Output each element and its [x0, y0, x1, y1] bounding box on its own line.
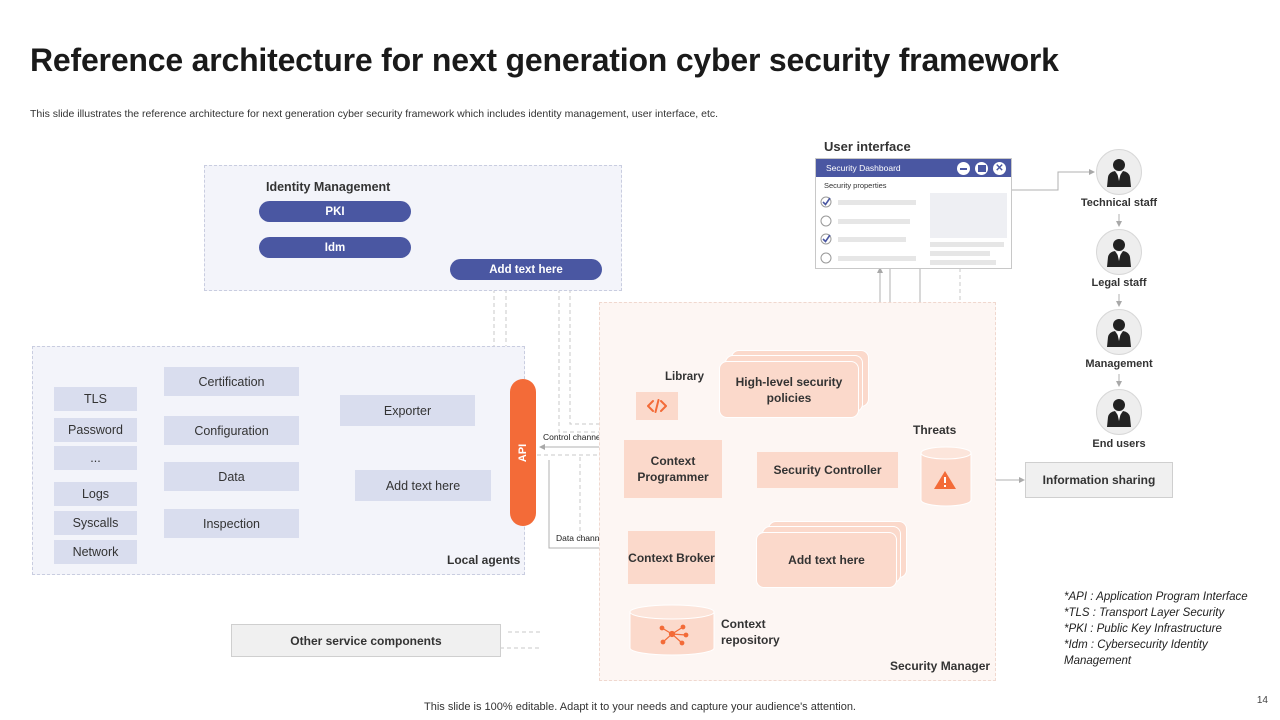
checkbox-list: [820, 193, 1007, 265]
library-label: Library: [665, 371, 704, 383]
dashboard-content: [820, 193, 1007, 265]
note-api: *API : Application Program Interface: [1064, 591, 1248, 603]
information-sharing-box: Information sharing: [1025, 462, 1173, 498]
warning-icon: [933, 470, 957, 490]
api-bar: API: [510, 379, 536, 526]
certification-box: Certification: [164, 367, 299, 396]
code-icon: [636, 392, 678, 420]
dashboard-title: Security Dashboard: [826, 163, 901, 173]
technical-staff-label: Technical staff: [1080, 197, 1158, 209]
context-broker-box: Context Broker: [628, 531, 715, 584]
minimize-icon[interactable]: [957, 162, 970, 175]
footer-text: This slide is 100% editable. Adapt it to…: [424, 701, 856, 713]
security-manager-label: Security Manager: [890, 659, 991, 673]
maximize-icon[interactable]: [975, 162, 988, 175]
legal-staff-label: Legal staff: [1091, 277, 1147, 289]
exporter-box: Exporter: [340, 395, 475, 426]
management-avatar: [1096, 309, 1142, 355]
note-pki: *PKI : Public Key Infrastructure: [1064, 623, 1222, 635]
data-channel-label: Data channel: [556, 533, 607, 543]
api-label: API: [517, 443, 529, 462]
abbreviation-notes: *API : Application Program Interface *TL…: [1064, 589, 1269, 669]
pki-pill: PKI: [259, 201, 411, 222]
end-users-avatar: [1096, 389, 1142, 435]
security-add-text-card: Add text here: [756, 532, 897, 588]
syscalls-box: Syscalls: [54, 511, 137, 535]
idm-pill: Idm: [259, 237, 411, 258]
legal-staff-avatar: [1096, 229, 1142, 275]
security-dashboard-window: Security Dashboard: [815, 158, 1012, 269]
tls-box: TLS: [54, 387, 137, 411]
identity-add-text-pill: Add text here: [450, 259, 602, 280]
ellipsis-box: ...: [54, 446, 137, 470]
management-label: Management: [1085, 358, 1153, 370]
inspection-box: Inspection: [164, 509, 299, 538]
note-idm: *Idm : Cybersecurity Identity Management: [1064, 639, 1208, 667]
user-interface-label: User interface: [824, 139, 911, 154]
context-repository-label: Context repository: [721, 617, 780, 647]
password-box: Password: [54, 418, 137, 442]
person-icon: [1107, 239, 1131, 267]
high-level-policies-card: High-level security policies: [719, 361, 859, 418]
person-icon: [1107, 159, 1131, 187]
configuration-box: Configuration: [164, 416, 299, 445]
page-subtitle: This slide illustrates the reference arc…: [30, 108, 719, 120]
person-icon: [1107, 399, 1131, 427]
data-box: Data: [164, 462, 299, 491]
context-programmer-box: Context Programmer: [624, 440, 722, 498]
person-icon: [1107, 319, 1131, 347]
note-tls: *TLS : Transport Layer Security: [1064, 607, 1225, 619]
technical-staff-avatar: [1096, 149, 1142, 195]
identity-management-label: Identity Management: [266, 180, 391, 194]
logs-box: Logs: [54, 482, 137, 506]
network-box: Network: [54, 540, 137, 564]
end-users-label: End users: [1092, 438, 1146, 450]
other-service-components-box: Other service components: [231, 624, 501, 657]
security-controller-box: Security Controller: [757, 452, 898, 488]
context-repository-cylinder: [629, 604, 715, 656]
control-channel-label: Control channel: [543, 432, 603, 442]
page-title: Reference architecture for next generati…: [30, 42, 1059, 78]
security-properties-label: Security properties: [824, 181, 887, 190]
local-agents-label: Local agents: [447, 553, 521, 567]
close-icon[interactable]: ✕: [993, 162, 1006, 175]
page-number: 14: [1256, 695, 1268, 706]
local-agents-add-text-box: Add text here: [355, 470, 491, 501]
threats-label: Threats: [913, 423, 957, 437]
